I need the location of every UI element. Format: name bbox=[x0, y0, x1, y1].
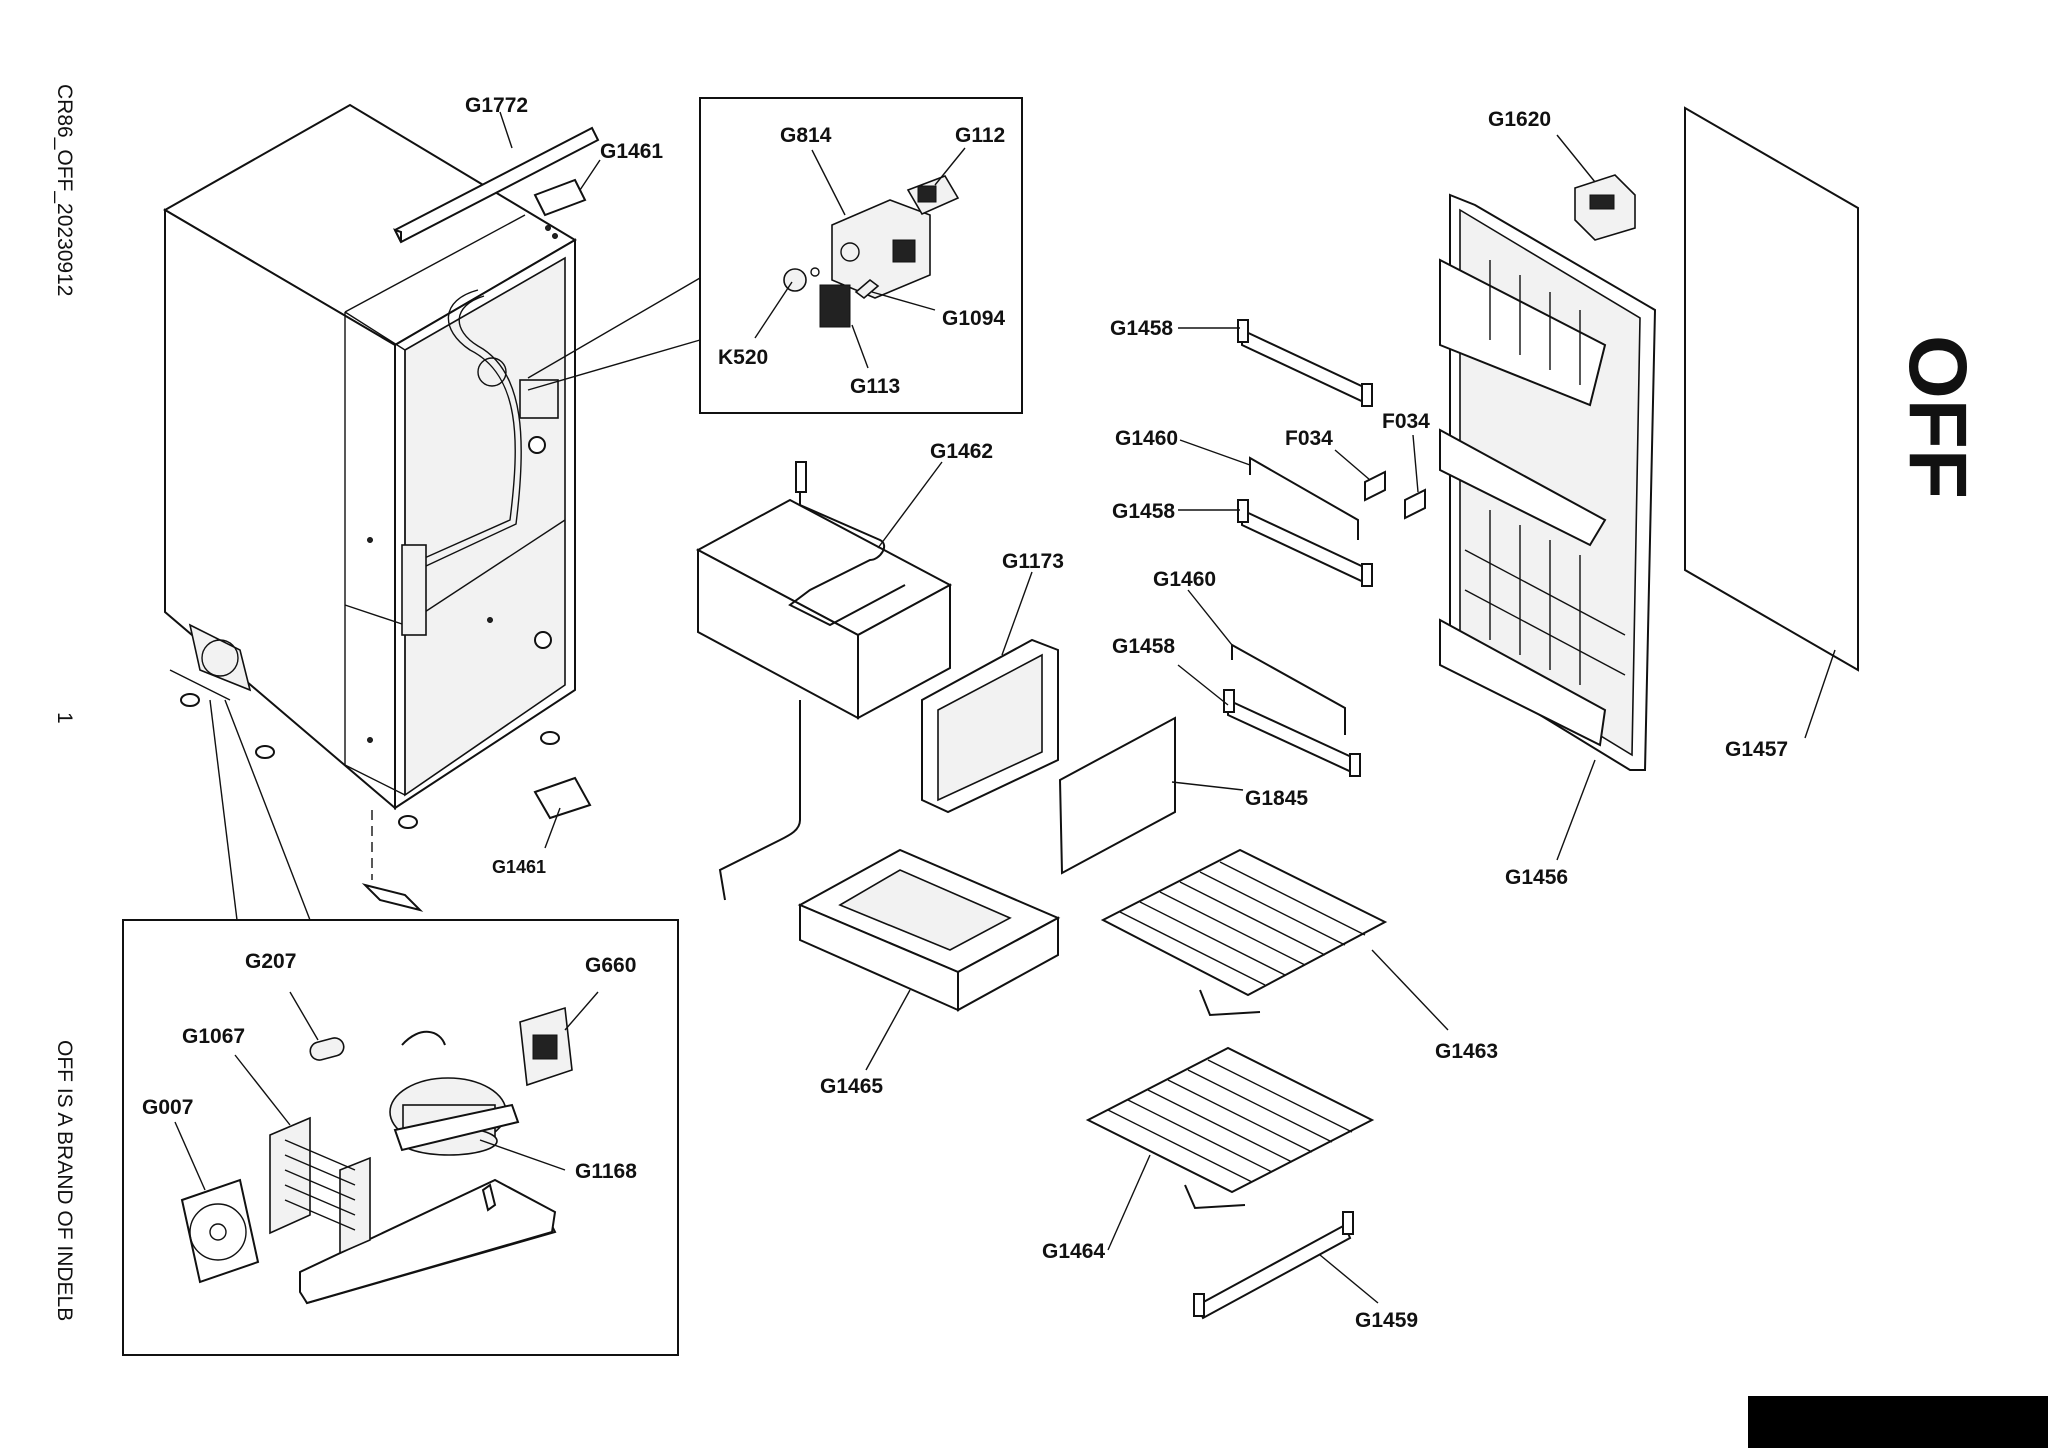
glass-panel bbox=[1058, 716, 1176, 875]
label-g1458-b: G1458 bbox=[1112, 500, 1175, 523]
foot-hinge-part bbox=[361, 883, 424, 912]
label-g660: G660 bbox=[585, 954, 636, 977]
label-f034-b: F034 bbox=[1382, 410, 1430, 433]
leader-lines bbox=[174, 111, 1836, 1304]
label-g1458-a: G1458 bbox=[1110, 317, 1173, 340]
label-f034-a: F034 bbox=[1285, 427, 1333, 450]
label-g1094: G1094 bbox=[942, 307, 1005, 330]
brand-logo: OFF bbox=[1892, 335, 1983, 499]
label-g1456: G1456 bbox=[1505, 866, 1568, 889]
wire-shelf-lower bbox=[1085, 1046, 1375, 1210]
top-hinge-part bbox=[533, 178, 587, 217]
wire-shelf-upper bbox=[1100, 848, 1388, 1017]
refrigerator-door bbox=[1439, 174, 1657, 771]
label-g1458-c: G1458 bbox=[1112, 635, 1175, 658]
label-g1460-b: G1460 bbox=[1153, 568, 1216, 591]
label-g1464: G1464 bbox=[1042, 1240, 1105, 1263]
fridge-cabinet bbox=[162, 103, 577, 880]
label-g1461-bottom: G1461 bbox=[492, 857, 546, 877]
label-g1772: G1772 bbox=[465, 94, 528, 117]
bottom-bar-part bbox=[1193, 1211, 1354, 1320]
label-g1457: G1457 bbox=[1725, 738, 1788, 761]
label-g1459: G1459 bbox=[1355, 1309, 1418, 1332]
label-g1461-top: G1461 bbox=[600, 140, 663, 163]
evaporator-frame bbox=[921, 638, 1059, 814]
corner-bar bbox=[1748, 1396, 2048, 1448]
door-bars bbox=[1223, 319, 1426, 777]
label-g1067: G1067 bbox=[182, 1025, 245, 1048]
label-g1460-a: G1460 bbox=[1115, 427, 1178, 450]
label-g1462: G1462 bbox=[930, 440, 993, 463]
label-g112: G112 bbox=[955, 124, 1005, 147]
label-g207: G207 bbox=[245, 950, 296, 973]
electronics-inset bbox=[527, 97, 1023, 414]
label-g1620: G1620 bbox=[1488, 108, 1551, 131]
top-rail-part-edge bbox=[393, 228, 402, 243]
part-labels: G1772 G1461 G1461 G814 G112 G1094 K520 G… bbox=[142, 94, 1788, 1332]
drip-tray bbox=[797, 848, 1061, 1012]
label-g1845: G1845 bbox=[1245, 787, 1308, 810]
door-panel bbox=[1684, 106, 1859, 672]
compressor-inset bbox=[122, 699, 679, 1356]
label-g814: G814 bbox=[780, 124, 832, 147]
label-g1168: G1168 bbox=[575, 1160, 637, 1183]
evaporator-unit bbox=[695, 461, 953, 901]
label-g1173: G1173 bbox=[1002, 550, 1064, 573]
bottom-hinge-part bbox=[533, 776, 592, 820]
label-g007: G007 bbox=[142, 1096, 193, 1119]
label-k520: K520 bbox=[718, 346, 768, 369]
label-g113: G113 bbox=[850, 375, 900, 398]
label-g1465: G1465 bbox=[820, 1075, 883, 1098]
label-g1463: G1463 bbox=[1435, 1040, 1498, 1063]
